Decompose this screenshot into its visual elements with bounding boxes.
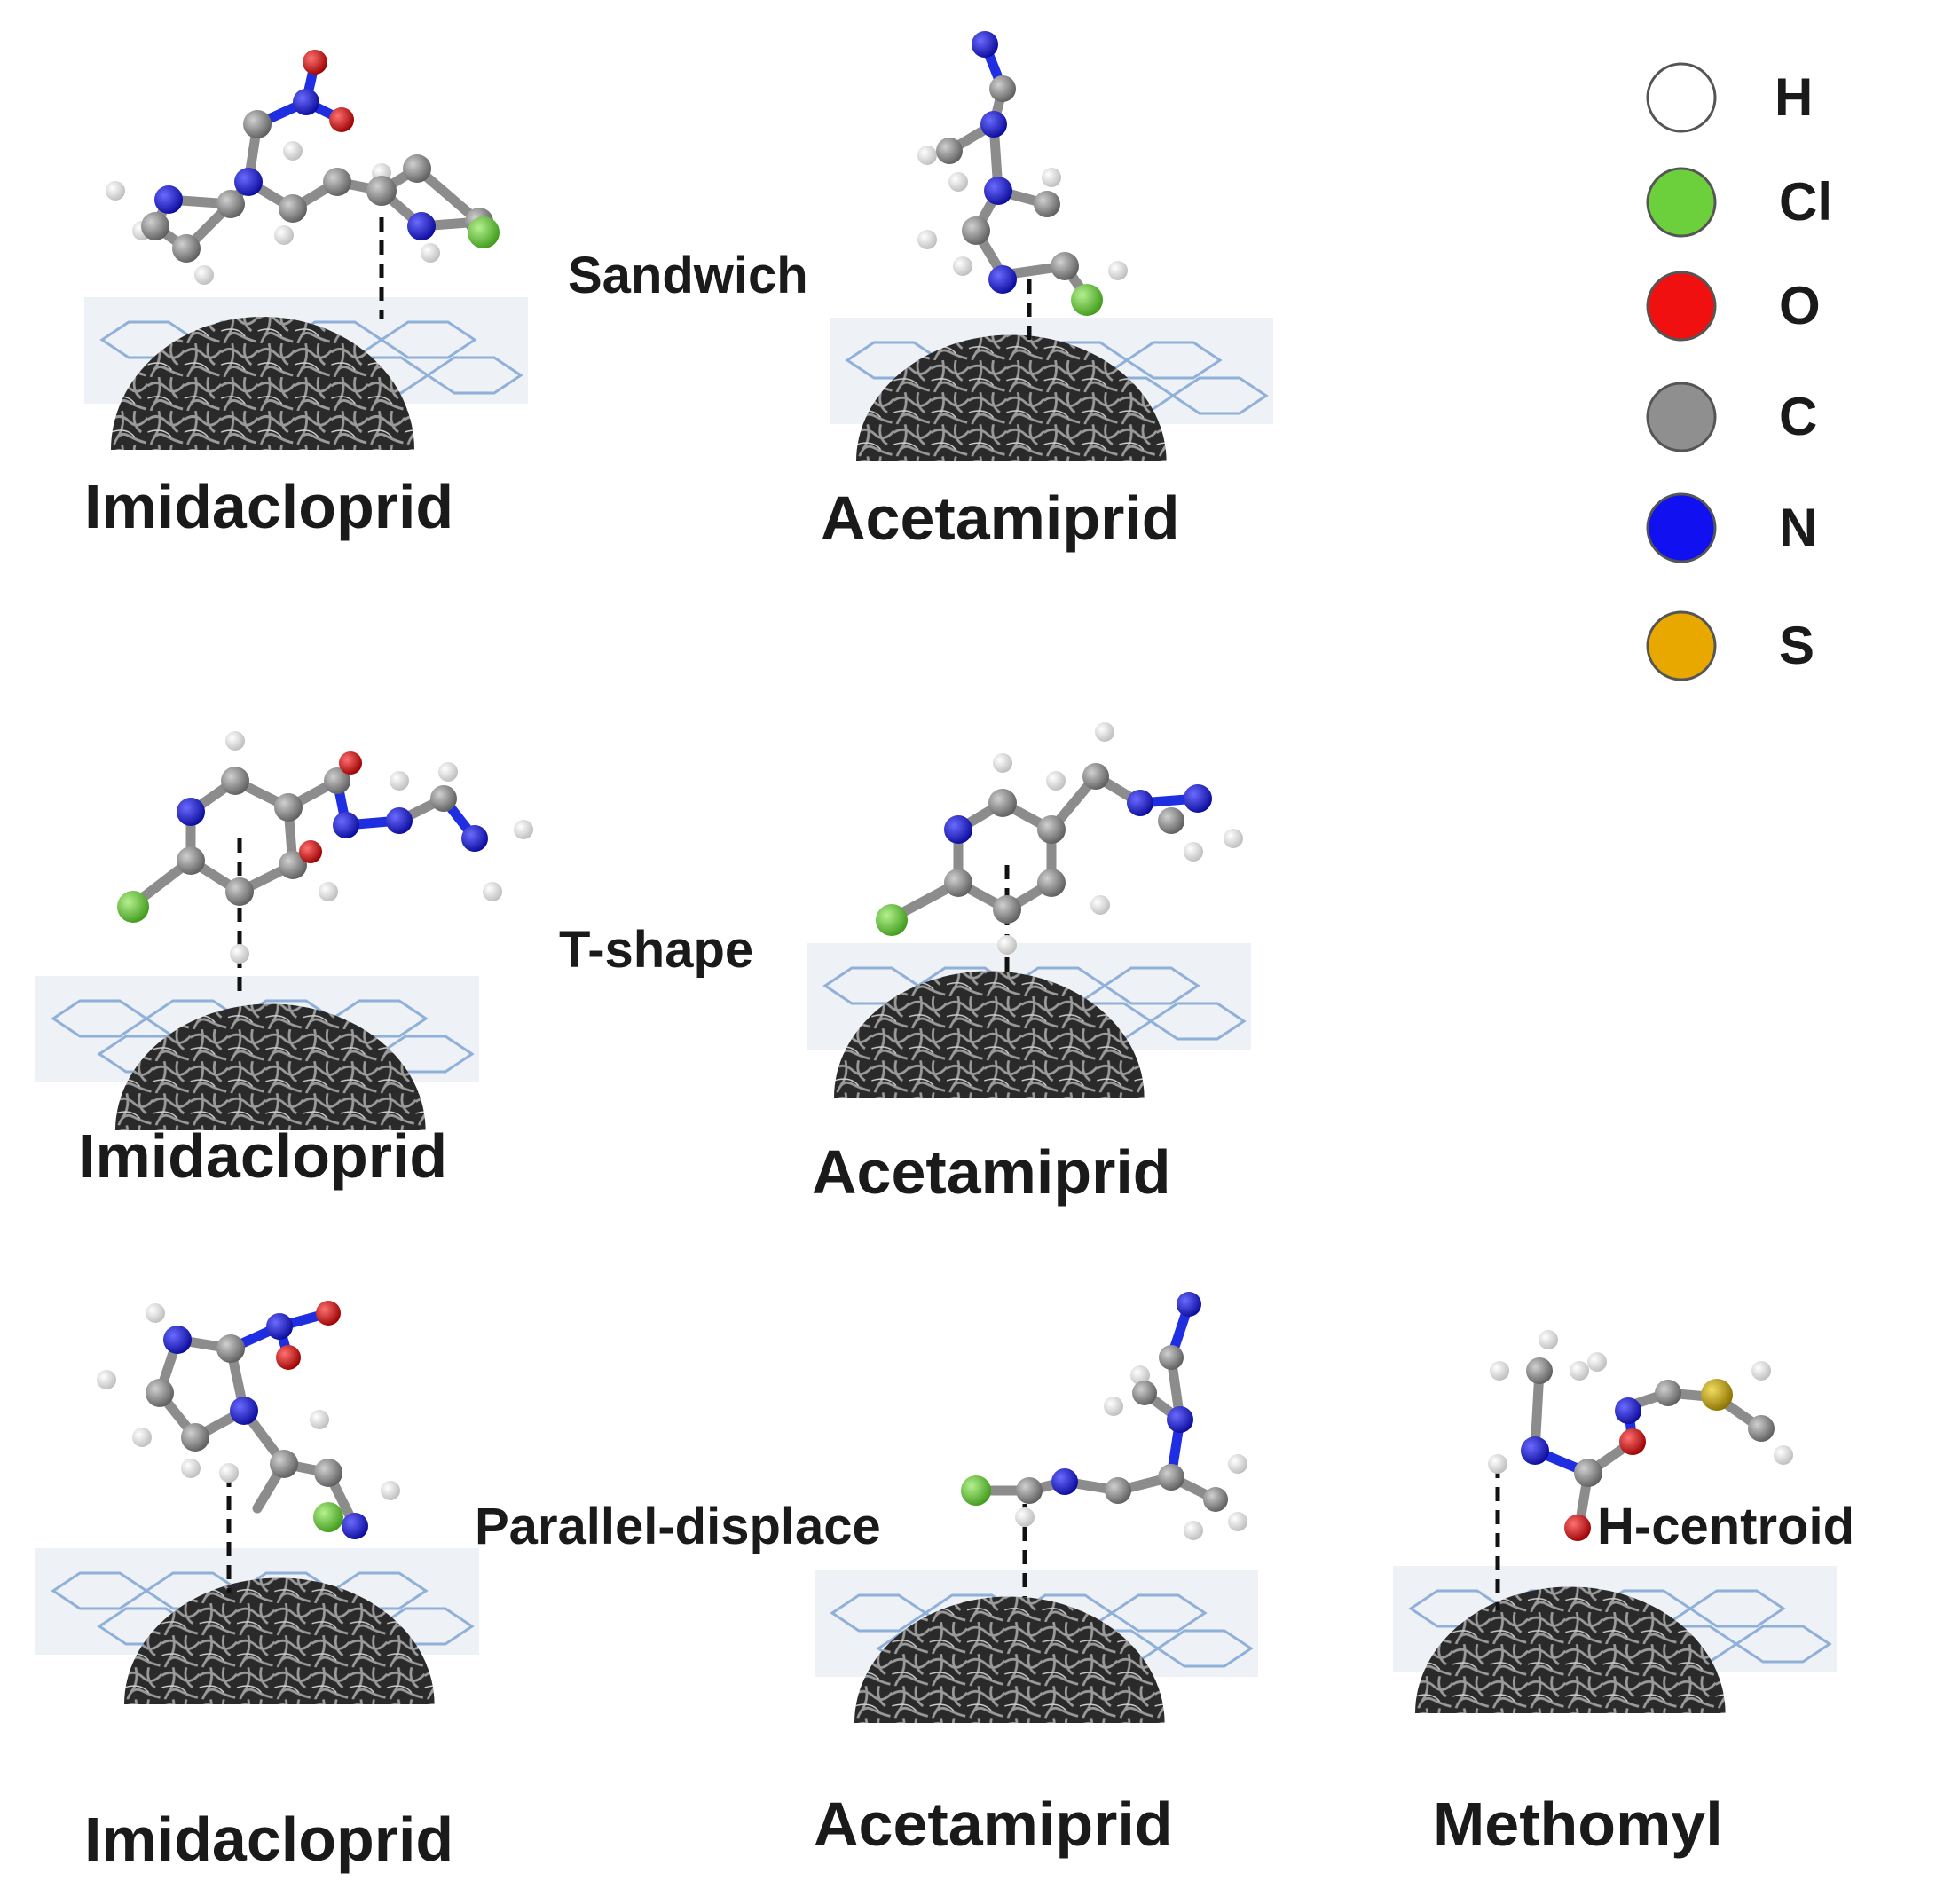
name-r2-imidacloprid: Imidacloprid <box>78 1121 447 1191</box>
mode-label-h-centroid: H-centroid <box>1597 1498 1854 1555</box>
legend-swatch-s <box>1646 610 1717 681</box>
name-r3-methomyl: Methomyl <box>1433 1790 1723 1859</box>
name-r1-acetamiprid: Acetamiprid <box>821 484 1180 553</box>
name-r2-acetamiprid: Acetamiprid <box>812 1137 1171 1207</box>
legend-label-o: O <box>1779 276 1821 335</box>
substrate-r3-acetamiprid <box>813 1569 1260 1723</box>
mode-label-sandwich: Sandwich <box>568 247 808 304</box>
mode-label-tshape: T-shape <box>559 921 753 979</box>
name-r3-acetamiprid: Acetamiprid <box>814 1790 1173 1859</box>
legend-label-s: S <box>1779 616 1814 675</box>
substrate-r1-imidacloprid <box>83 295 530 450</box>
molecule-r2-acetamiprid <box>876 722 1243 980</box>
legend-swatch-cl <box>1646 167 1717 238</box>
molecule-r3-acetamiprid <box>961 1292 1247 1597</box>
substrate-r3-imidacloprid <box>34 1546 481 1704</box>
legend-label-n: N <box>1779 498 1817 557</box>
legend-swatch-o <box>1646 271 1717 342</box>
substrate-r2-acetamiprid <box>806 941 1253 1098</box>
substrate-r2-imidacloprid <box>34 974 481 1130</box>
legend-label-cl: Cl <box>1779 172 1832 232</box>
legend-label-c: C <box>1779 387 1817 446</box>
molecule-r2-imidacloprid <box>117 731 533 994</box>
mode-label-parallel-displace: Parallel-displace <box>475 1498 881 1555</box>
name-r3-imidacloprid: Imidacloprid <box>84 1805 453 1874</box>
legend-swatch-n <box>1646 492 1717 563</box>
substrate-r1-acetamiprid <box>828 316 1275 461</box>
molecule-r3-imidacloprid <box>97 1301 400 1593</box>
molecule-r3-methomyl <box>1488 1330 1793 1610</box>
atom-legend: H Cl O C N S <box>1646 62 1832 681</box>
legend-label-h: H <box>1775 67 1813 127</box>
legend-swatch-c <box>1646 382 1717 452</box>
legend-swatch-h <box>1646 62 1717 133</box>
molecule-r1-imidacloprid <box>106 50 500 319</box>
molecule-r1-acetamiprid <box>917 31 1128 342</box>
name-r1-imidacloprid: Imidacloprid <box>84 472 453 541</box>
substrate-r3-methomyl <box>1391 1564 1838 1713</box>
